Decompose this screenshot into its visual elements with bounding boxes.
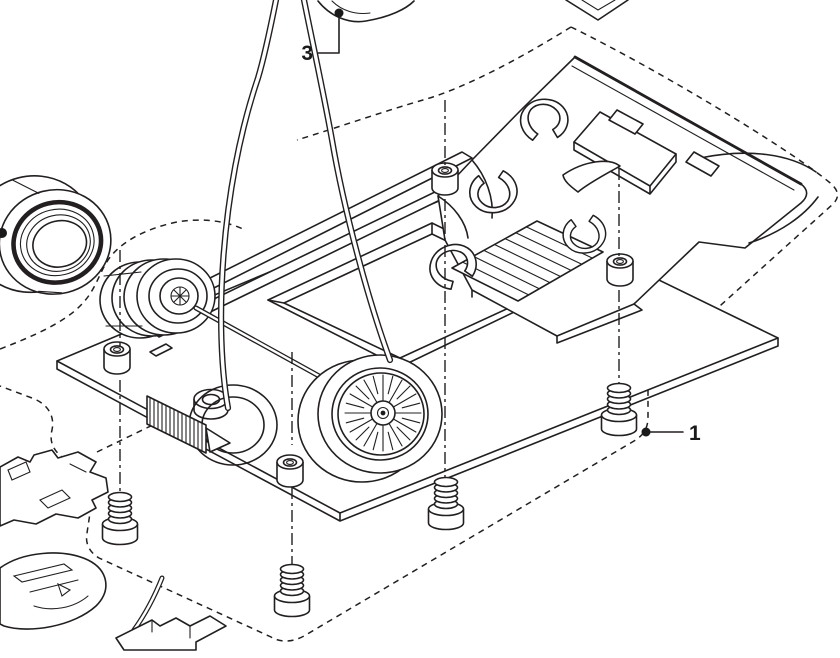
deck-slot xyxy=(685,151,720,177)
rear-wing xyxy=(748,196,819,244)
chassis-base-plate-edge xyxy=(56,337,779,522)
outline-segment xyxy=(296,26,572,141)
deck-slot xyxy=(608,109,644,135)
cockpit-box xyxy=(573,111,677,195)
rear-wing xyxy=(699,152,817,173)
spare-tire xyxy=(0,175,112,295)
motor-cutoff xyxy=(317,0,415,23)
clip-spring-part xyxy=(115,575,227,651)
front-left-wheel-hub xyxy=(99,258,216,339)
mounting-screw xyxy=(101,491,139,546)
callout-3-label: 3 xyxy=(301,42,313,65)
motor-wires xyxy=(217,0,394,412)
rear-deck xyxy=(437,55,819,344)
guide-flag xyxy=(205,427,231,453)
cockpit-wall xyxy=(437,195,469,239)
pickup-braid xyxy=(146,395,231,454)
chassis-detail-block xyxy=(149,343,173,357)
callout-1-label: 1 xyxy=(689,422,701,445)
callout-3-dot xyxy=(334,8,344,18)
mounting-screw xyxy=(427,476,465,531)
mounting-post xyxy=(103,341,131,375)
chassis xyxy=(56,55,819,522)
chassis-bracket-part xyxy=(0,449,109,527)
guide-holder-part xyxy=(0,552,107,630)
front-right-wheel xyxy=(297,354,443,483)
callout-3: 3 xyxy=(301,8,344,65)
mounting-post xyxy=(276,454,304,488)
outline-segment xyxy=(0,219,246,350)
rear-deck-top-edge xyxy=(573,55,803,186)
callout-1: 1 xyxy=(641,422,701,445)
mounting-post xyxy=(606,253,634,287)
deck-scoop xyxy=(562,160,621,193)
mounting-screw xyxy=(273,563,311,618)
wheel-spokes xyxy=(344,374,422,452)
alignment-axis-lines xyxy=(119,100,620,564)
callout-1-dot xyxy=(641,427,651,437)
callout-dot-left xyxy=(0,228,7,238)
part-cutoff-top-right xyxy=(565,0,629,21)
mounting-post xyxy=(431,162,459,196)
